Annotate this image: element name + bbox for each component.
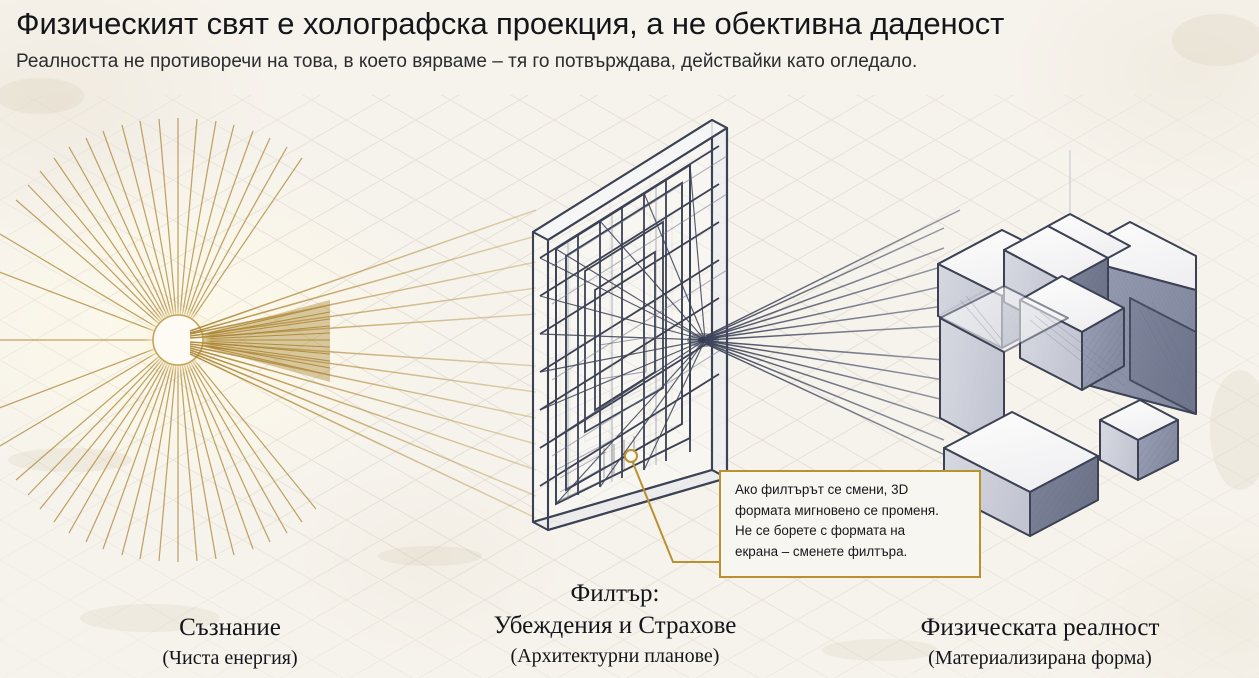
stage-label-reality: Физическата реалност (Материализирана фо… — [840, 612, 1240, 672]
stage-label-consciousness-sub: (Чиста енергия) — [162, 647, 298, 669]
callout-box[interactable]: Ако филтърът се смени, 3D формата мигнов… — [719, 470, 981, 578]
callout-text: Ако филтърът се смени, 3D формата мигнов… — [735, 482, 939, 559]
gold-light-beams — [189, 209, 537, 519]
stage-label-consciousness-main: Съзнание — [179, 614, 281, 641]
stage-label-reality-sub: (Материализирана форма) — [928, 647, 1152, 669]
page-title: Физическият свят е холографска проекция,… — [16, 6, 1005, 41]
isometric-block-structure-icon — [937, 150, 1197, 537]
stage-label-filter-sub: (Архитектурни планове) — [510, 645, 720, 667]
slate-projection-beams — [705, 209, 961, 463]
stage-label-reality-main: Физическата реалност — [920, 614, 1160, 641]
stage-label-filter-line2: Убеждения и Страхове — [493, 612, 737, 639]
header: Физическият свят е холографска проекция,… — [16, 4, 1256, 75]
converging-rays — [539, 164, 706, 505]
callout-leader-line — [624, 449, 719, 563]
stage-label-filter-line1: Филтър: — [570, 580, 660, 607]
stage-label-filter: Филтър: Убеждения и Страхове (Архитектур… — [425, 578, 805, 670]
page-subtitle: Реалността не противоречи на това, в кое… — [16, 51, 918, 72]
stage-label-consciousness: Съзнание (Чиста енергия) — [30, 612, 430, 672]
isometric-lattice-panel-icon — [531, 118, 729, 532]
